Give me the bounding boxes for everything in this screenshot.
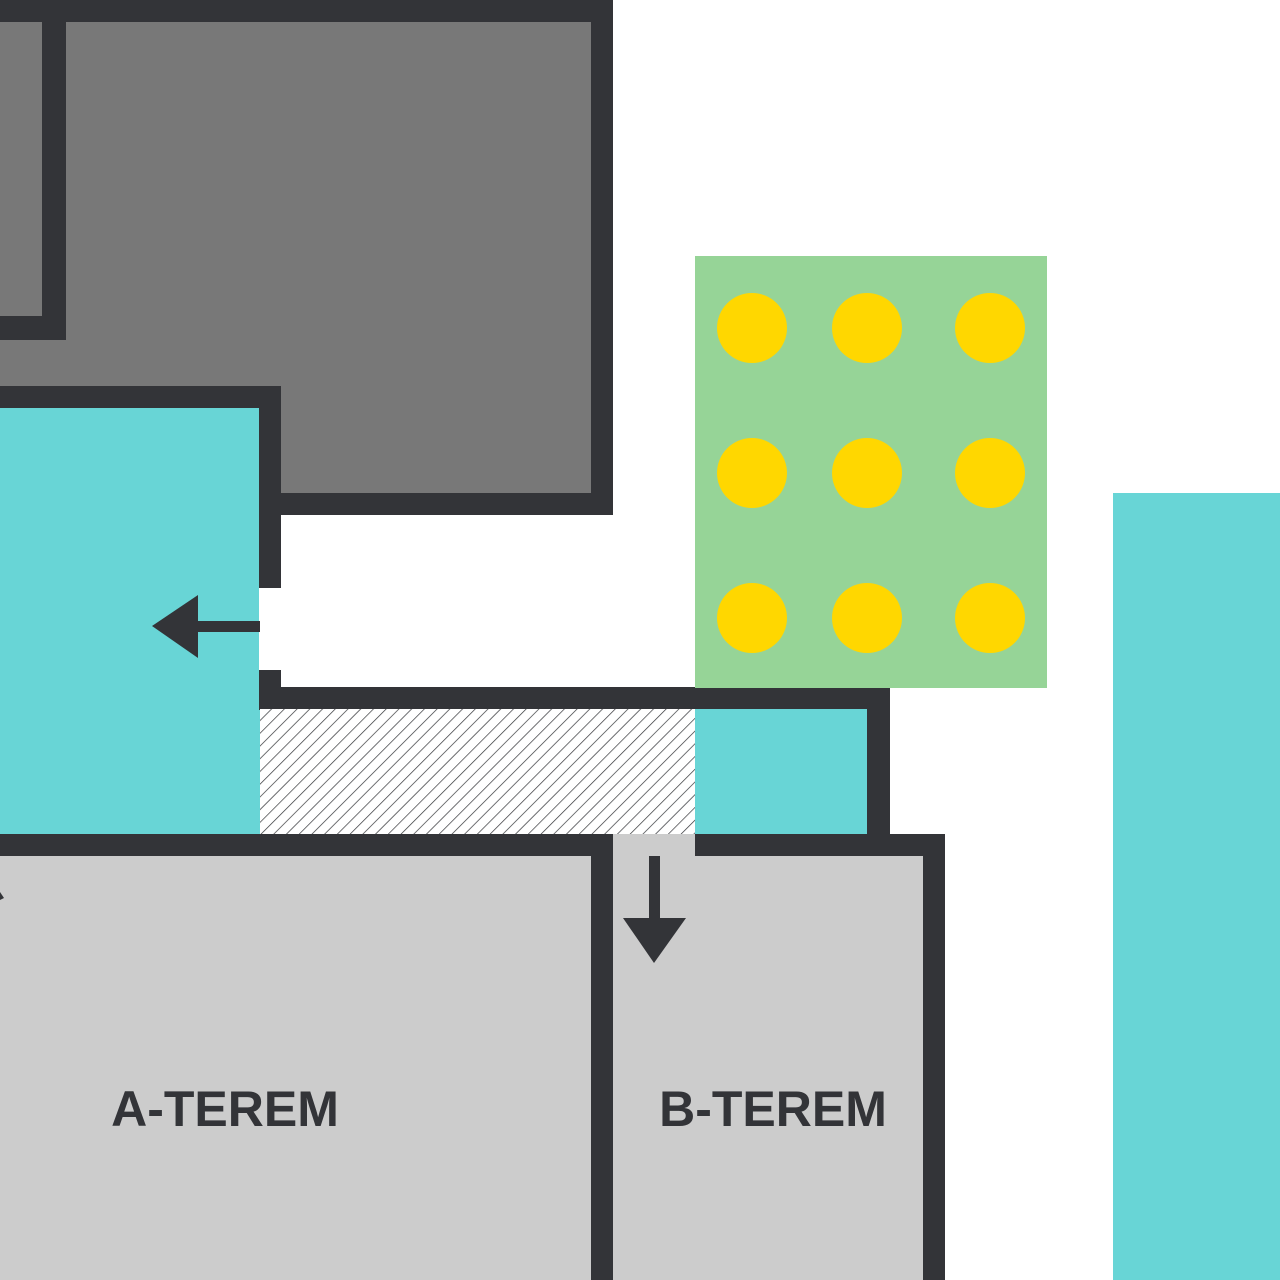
inner-wall-vertical	[42, 0, 66, 340]
seat-grid	[717, 293, 1025, 653]
seat-circle-icon	[832, 583, 902, 653]
corridor-doorway	[259, 588, 281, 670]
corridor-east	[1113, 493, 1280, 1280]
corridor-west-wall-right-upper	[259, 386, 281, 588]
seat-circle-icon	[955, 438, 1025, 508]
room-b-wall-top	[695, 834, 945, 856]
seat-circle-icon	[717, 293, 787, 363]
inner-wall-stub	[0, 316, 66, 340]
room-b	[613, 834, 945, 1280]
room-a-label: A-TEREM	[111, 1081, 339, 1137]
room-b-wall-right	[923, 834, 945, 1280]
room-b-label: B-TEREM	[659, 1081, 887, 1137]
arrow-partial-icon	[0, 892, 4, 900]
corridor-small	[695, 709, 867, 834]
room-divider-wall	[591, 834, 613, 1280]
corridor-east-wall	[867, 687, 890, 855]
dark-room-wall-right	[591, 0, 613, 515]
seat-circle-icon	[717, 438, 787, 508]
arrow-left-icon	[152, 595, 260, 658]
corridor-west-wall-top	[0, 386, 281, 408]
room-a-wall-top	[0, 834, 613, 856]
dark-room-wall-top	[0, 0, 613, 22]
arrow-down-icon	[623, 856, 686, 963]
seat-circle-icon	[955, 583, 1025, 653]
seat-circle-icon	[832, 293, 902, 363]
corridor-south-wall	[260, 687, 890, 709]
hatched-zone	[260, 709, 695, 834]
seat-circle-icon	[955, 293, 1025, 363]
room-a	[0, 834, 613, 1280]
seat-circle-icon	[832, 438, 902, 508]
seat-circle-icon	[717, 583, 787, 653]
corridor-west	[0, 386, 281, 846]
dark-room-wall-bottom	[270, 493, 613, 515]
